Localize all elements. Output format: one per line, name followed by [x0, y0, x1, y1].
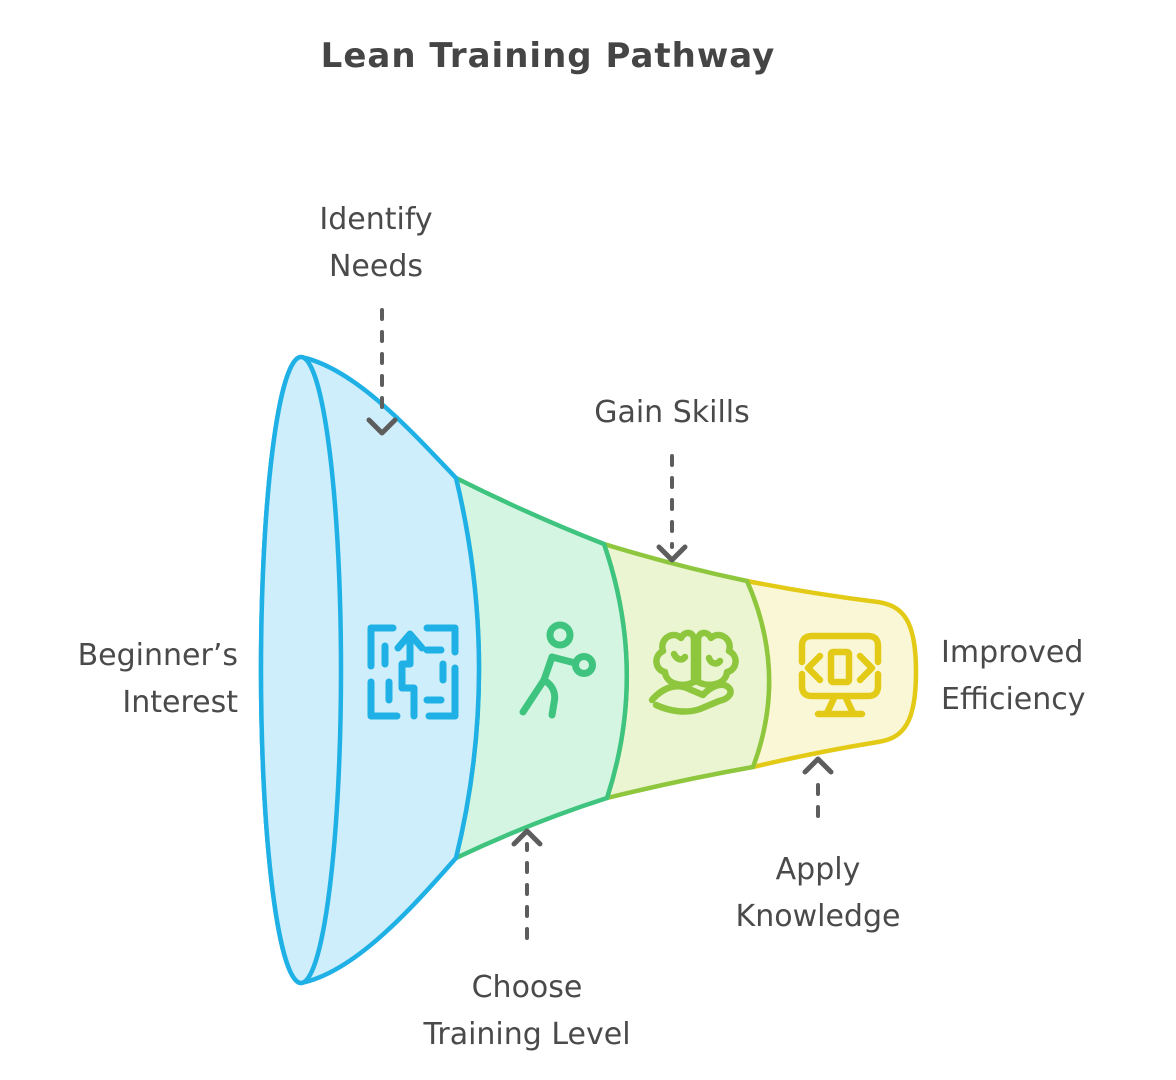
- arrow-apply-knowledge: [802, 756, 834, 818]
- funnel-stage-1-identify-needs: [258, 354, 482, 986]
- stage-label-identify-needs: Identify Needs: [319, 202, 433, 284]
- funnel-output-label: Improved Efficiency: [941, 635, 1086, 717]
- arrow-choose-training-level: [511, 828, 543, 940]
- funnel-input-label: Beginner’s Interest: [77, 638, 238, 720]
- maze-arrow-icon: [367, 624, 459, 720]
- brain-in-hand-icon: [648, 629, 739, 715]
- code-monitor-icon: [798, 632, 882, 718]
- stage-label-choose-training-level: Choose Training Level: [423, 970, 631, 1052]
- funnel-stage-2-choose-training: [453, 475, 630, 861]
- boxer-icon: [519, 621, 596, 719]
- stage-label-apply-knowledge: Apply Knowledge: [735, 852, 901, 934]
- arrow-gain-skills: [656, 454, 688, 563]
- funnel-stage-2-shape: [453, 475, 630, 861]
- funnel-mouth-ellipse: [258, 354, 344, 986]
- stage-label-gain-skills: Gain Skills: [594, 395, 750, 430]
- page-title: Lean Training Pathway: [320, 36, 776, 76]
- arrow-identify-needs: [366, 308, 398, 436]
